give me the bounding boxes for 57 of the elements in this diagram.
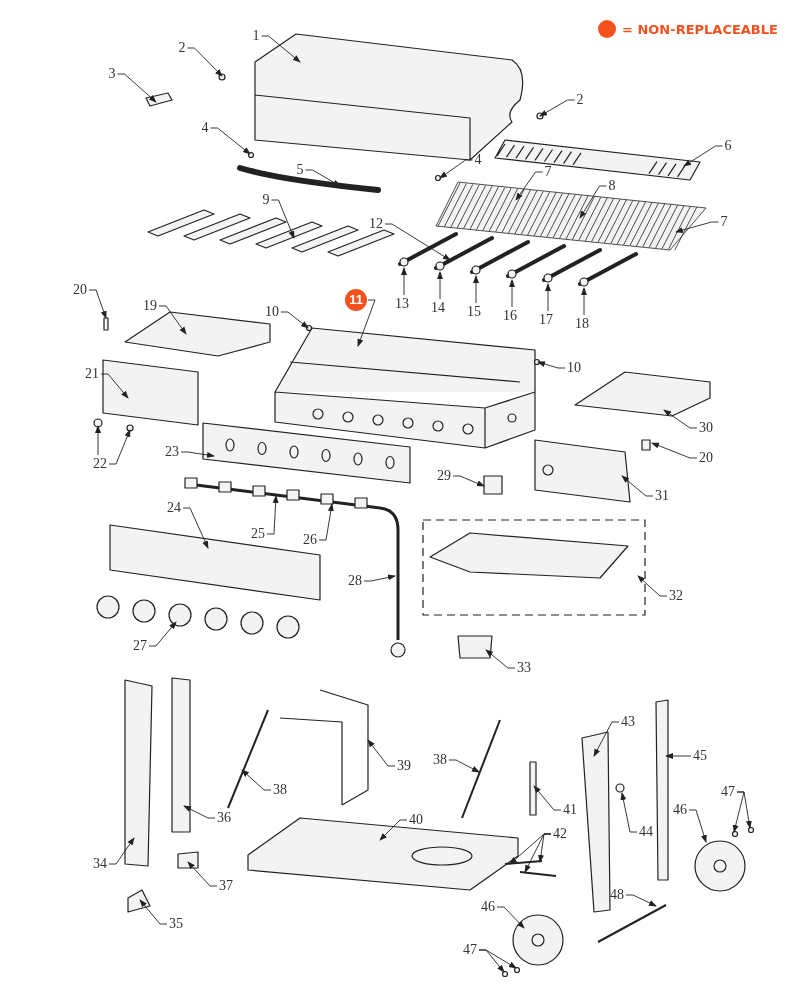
- callout-number: 8: [607, 178, 617, 194]
- callout-number: 7: [543, 164, 553, 180]
- callout-number: 44: [638, 824, 654, 840]
- callout-number: 37: [218, 878, 234, 894]
- callout-number: 10: [566, 360, 582, 376]
- legend-label: = NON-REPLACEABLE: [622, 21, 778, 37]
- callout-number: 19: [142, 298, 158, 314]
- callout-number: 2: [575, 92, 585, 108]
- callout-number: 21: [84, 366, 100, 382]
- callout-number: 6: [723, 138, 733, 154]
- callout-number: 2: [177, 40, 187, 56]
- callout-number: 4: [473, 152, 483, 168]
- callout-number: 10: [264, 304, 280, 320]
- callout-number: 4: [200, 120, 210, 136]
- callout-number: 45: [692, 748, 708, 764]
- callout-number: 29: [436, 468, 452, 484]
- callout-number: 28: [347, 573, 363, 589]
- callout-number: 46: [480, 899, 496, 915]
- callout-number: 15: [466, 304, 482, 320]
- callout-number: 24: [166, 500, 182, 516]
- callout-number: 40: [408, 812, 424, 828]
- callout-number: 22: [92, 456, 108, 472]
- callout-number: 43: [620, 714, 636, 730]
- callout-number: 36: [216, 810, 232, 826]
- callout-number: 38: [432, 752, 448, 768]
- callout-number: 18: [574, 316, 590, 332]
- callout-number: 42: [552, 826, 568, 842]
- callout-number: 12: [368, 216, 384, 232]
- callout-number: 47: [720, 784, 736, 800]
- callout-number: 3: [107, 66, 117, 82]
- non-replaceable-callout-number: 11: [345, 289, 367, 311]
- callout-number: 41: [562, 802, 578, 818]
- callout-number: 20: [698, 450, 714, 466]
- callout-number: 33: [516, 660, 532, 676]
- callout-number: 38: [272, 782, 288, 798]
- callout-number: 26: [302, 532, 318, 548]
- callout-number: 7: [719, 214, 729, 230]
- callout-number: 31: [654, 488, 670, 504]
- callout-number: 20: [72, 282, 88, 298]
- callout-number: 25: [250, 526, 266, 542]
- callout-number: 16: [502, 308, 518, 324]
- callout-number: 5: [295, 162, 305, 178]
- callout-number: 9: [261, 192, 271, 208]
- callout-number: 48: [609, 887, 625, 903]
- callout-number: 47: [462, 942, 478, 958]
- callout-number: 14: [430, 300, 446, 316]
- callout-number: 27: [132, 638, 148, 654]
- callout-number: 35: [168, 916, 184, 932]
- callout-number: 34: [92, 856, 108, 872]
- callout-number: 30: [698, 420, 714, 436]
- callout-number: 23: [164, 444, 180, 460]
- callout-number: 17: [538, 312, 554, 328]
- callout-number: 32: [668, 588, 684, 604]
- callout-number: 1: [251, 28, 261, 44]
- callout-number: 13: [394, 296, 410, 312]
- callout-number: 39: [396, 758, 412, 774]
- callout-number: 46: [672, 802, 688, 818]
